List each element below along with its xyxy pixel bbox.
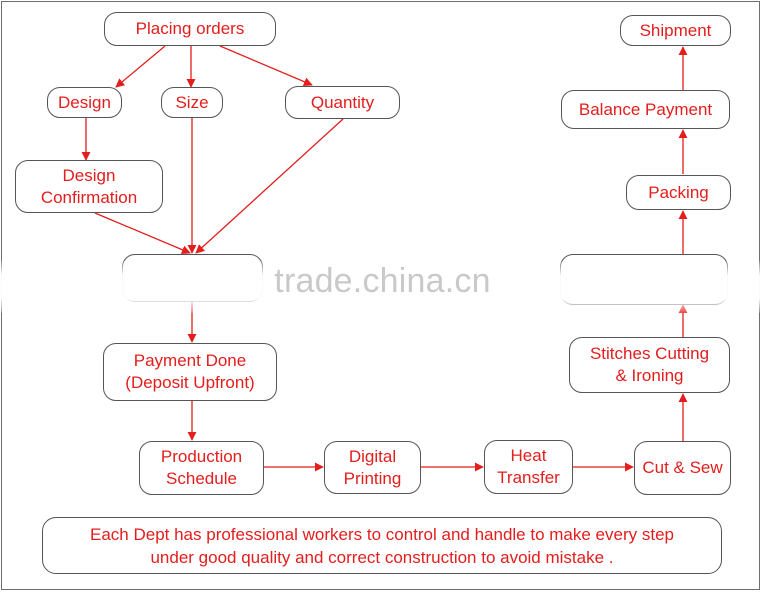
node-production-schedule: Production Schedule [139, 441, 264, 495]
node-design-confirmation: Design Confirmation [15, 160, 163, 213]
node-balance-payment: Balance Payment [561, 90, 730, 129]
node-digital-printing: Digital Printing [324, 441, 421, 494]
node-shipment: Shipment [620, 15, 731, 46]
node-packing: Packing [626, 175, 731, 210]
arrow-confirmation-to-hidden [94, 212, 191, 255]
node-heat-transfer: Heat Transfer [484, 440, 573, 494]
node-design: Design [47, 87, 122, 118]
node-stitches-cutting: Stitches Cutting & Ironing [569, 337, 730, 393]
arrow-quantity-to-hidden [195, 118, 344, 254]
node-payment-done: Payment Done (Deposit Upfront) [103, 343, 277, 401]
node-size: Size [161, 87, 223, 118]
watermark-band [0, 261, 765, 313]
node-quantity: Quantity [285, 86, 400, 119]
node-placing-orders: Placing orders [104, 12, 276, 46]
quality-note: Each Dept has professional workers to co… [42, 517, 722, 574]
watermark: trade.china.cn [274, 262, 491, 300]
node-cut-sew: Cut & Sew [634, 441, 731, 495]
arrow-orders-to-design [115, 45, 166, 88]
arrow-orders-to-quantity [219, 45, 313, 86]
